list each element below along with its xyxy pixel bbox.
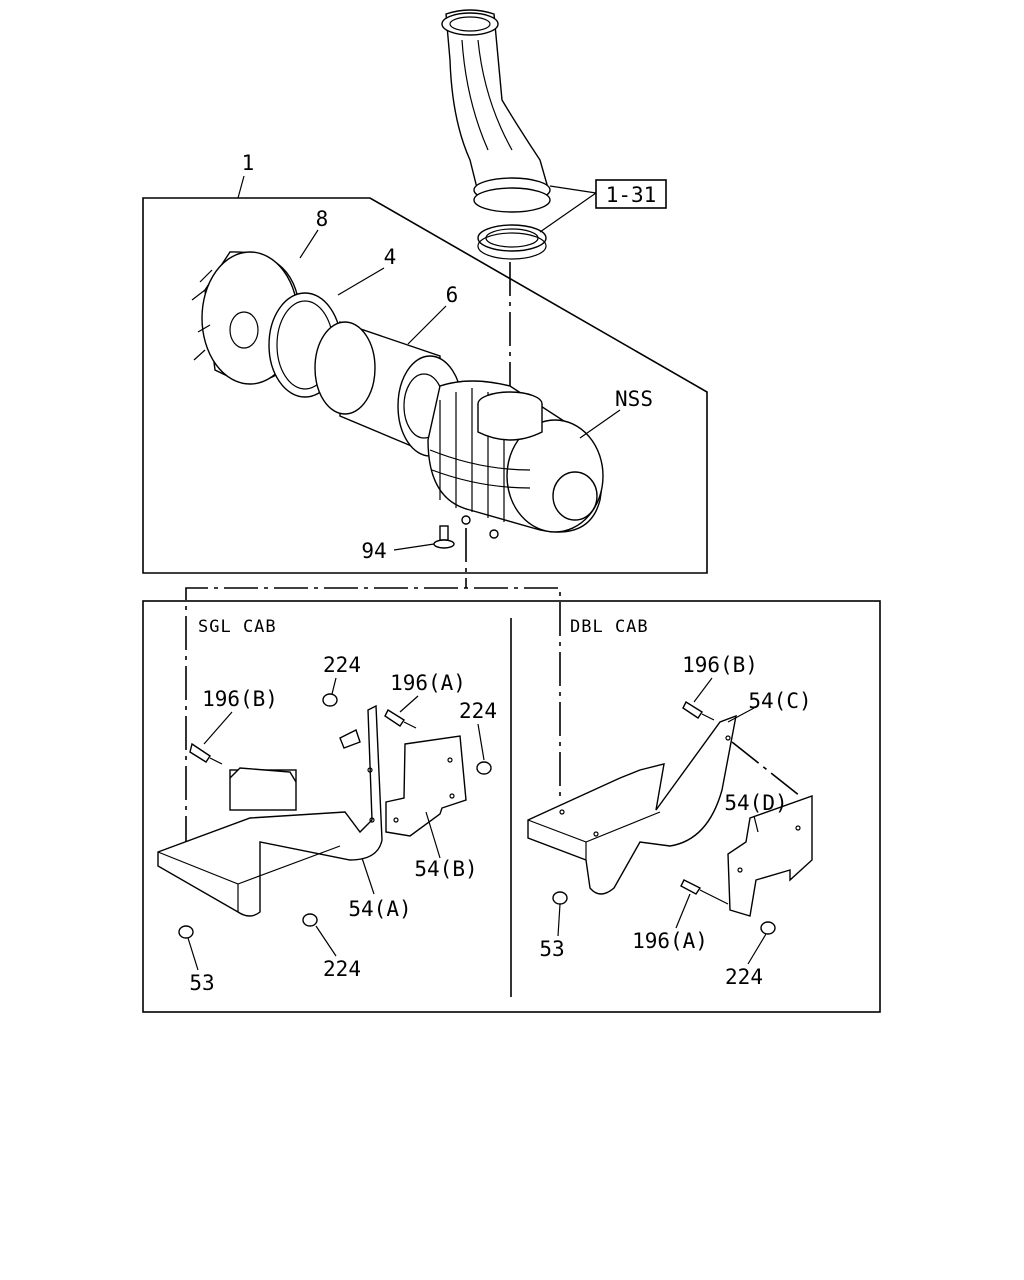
housing-part	[427, 380, 604, 539]
sgl-cab-title: SGL CAB	[198, 617, 277, 637]
sgl-224-top-label: 224	[323, 653, 361, 677]
dbl-fasteners	[552, 700, 776, 935]
dbl-54c-label: 54(C)	[748, 689, 811, 713]
sgl-54b-label: 54(B)	[414, 857, 477, 881]
bracket-frame	[142, 600, 881, 1013]
bolt-94	[433, 525, 455, 549]
gasket-label: 4	[384, 245, 397, 269]
cover-label: 8	[316, 207, 329, 231]
intake-duct	[441, 9, 551, 213]
ref-box-label: 1-31	[606, 183, 657, 207]
element-part	[314, 321, 463, 460]
sgl-224-bottom-label: 224	[323, 957, 361, 981]
dbl-cab-title: DBL CAB	[570, 617, 649, 637]
sgl-bracket-54b	[385, 735, 467, 837]
assembly-frame	[142, 197, 708, 574]
sgl-54a-label: 54(A)	[348, 897, 411, 921]
dbl-224-label: 224	[725, 965, 763, 989]
nss-label: NSS	[615, 387, 653, 411]
dbl-53-label: 53	[539, 937, 564, 961]
sgl-196a-label: 196(A)	[390, 671, 466, 695]
bolt-94-label: 94	[361, 539, 386, 563]
dbl-bracket-54c	[527, 714, 737, 895]
sgl-fasteners	[178, 693, 492, 939]
sgl-196b-label: 196(B)	[202, 687, 278, 711]
dbl-54d-label: 54(D)	[724, 791, 787, 815]
reference-box: 1-31	[539, 179, 667, 233]
dbl-196b-label: 196(B)	[682, 653, 758, 677]
element-label: 6	[446, 283, 459, 307]
sgl-53-label: 53	[189, 971, 214, 995]
sgl-224-right-label: 224	[459, 699, 497, 723]
sgl-bracket-54a	[157, 704, 383, 917]
dbl-bracket-54d	[727, 795, 813, 917]
dbl-196a-label: 196(A)	[632, 929, 708, 953]
assembly-label: 1	[242, 151, 255, 175]
clamp-ring	[477, 224, 547, 260]
